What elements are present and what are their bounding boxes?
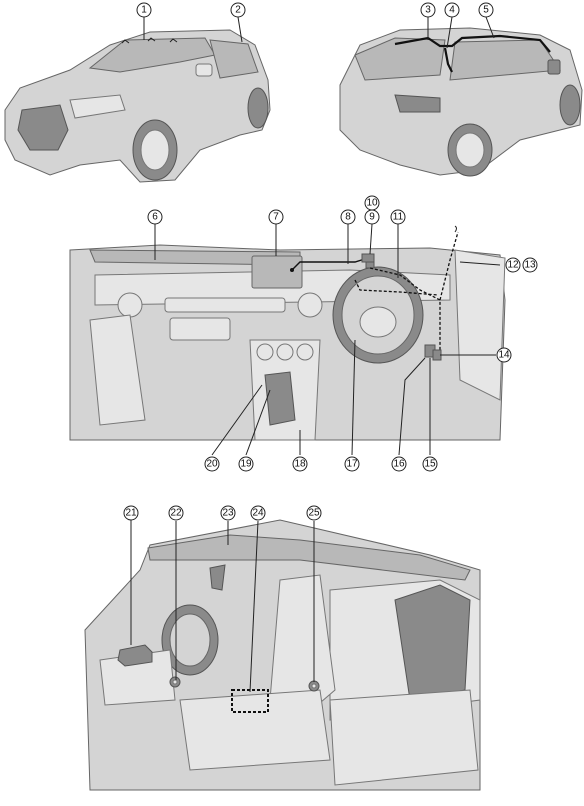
callout-7: 7: [268, 209, 284, 225]
callout-12: 12: [505, 257, 521, 273]
svg-text:14: 14: [498, 350, 510, 361]
svg-text:10: 10: [366, 198, 378, 209]
svg-text:1: 1: [141, 5, 147, 16]
svg-text:6: 6: [152, 212, 158, 223]
callout-18: 18: [292, 456, 308, 472]
callout-21: 21: [123, 505, 139, 521]
svg-text:2: 2: [235, 5, 241, 16]
svg-text:18: 18: [294, 459, 306, 470]
callout-25: 25: [306, 505, 322, 521]
svg-text:23: 23: [222, 508, 234, 519]
svg-text:5: 5: [483, 5, 489, 16]
callout-22: 22: [168, 505, 184, 521]
svg-text:4: 4: [449, 5, 455, 16]
interior-side-view: [84, 519, 481, 791]
callout-1: 1: [136, 2, 152, 18]
callout-5: 5: [478, 2, 494, 18]
callout-2: 2: [230, 2, 246, 18]
callout-20: 20: [204, 456, 220, 472]
dashboard-view: [69, 225, 506, 441]
svg-text:17: 17: [346, 459, 358, 470]
svg-text:21: 21: [125, 508, 137, 519]
svg-text:13: 13: [524, 260, 536, 271]
callout-6: 6: [147, 209, 163, 225]
svg-text:25: 25: [308, 508, 320, 519]
svg-text:16: 16: [393, 459, 405, 470]
callout-9: 9: [364, 209, 380, 225]
rear-side-antenna-wire: [443, 47, 453, 73]
car-front-view: [4, 29, 271, 183]
callout-15: 15: [422, 456, 438, 472]
svg-text:20: 20: [206, 459, 218, 470]
svg-text:7: 7: [273, 212, 279, 223]
callout-19: 19: [238, 456, 254, 472]
svg-text:11: 11: [393, 212, 404, 223]
callout-14: 14: [496, 347, 512, 363]
control-module: [117, 644, 153, 667]
center-display: [251, 255, 303, 289]
callout-24: 24: [250, 505, 266, 521]
svg-text:8: 8: [345, 212, 351, 223]
car-rear-view: [339, 27, 583, 177]
svg-text:22: 22: [170, 508, 182, 519]
svg-text:9: 9: [369, 212, 375, 223]
rear-glass-antenna-wire: [394, 34, 551, 53]
svg-text:12: 12: [507, 260, 519, 271]
callout-17: 17: [344, 456, 360, 472]
callout-16: 16: [391, 456, 407, 472]
callout-13: 13: [522, 257, 538, 273]
callout-11: 11: [390, 209, 406, 225]
callout-8: 8: [340, 209, 356, 225]
leader-lines: [143, 16, 501, 693]
svg-text:15: 15: [424, 459, 436, 470]
callout-3: 3: [420, 2, 436, 18]
callout-10: 10: [364, 195, 380, 211]
callout-23: 23: [220, 505, 236, 521]
svg-text:3: 3: [425, 5, 431, 16]
svg-text:19: 19: [240, 459, 252, 470]
svg-text:24: 24: [252, 508, 264, 519]
callout-4: 4: [444, 2, 460, 18]
